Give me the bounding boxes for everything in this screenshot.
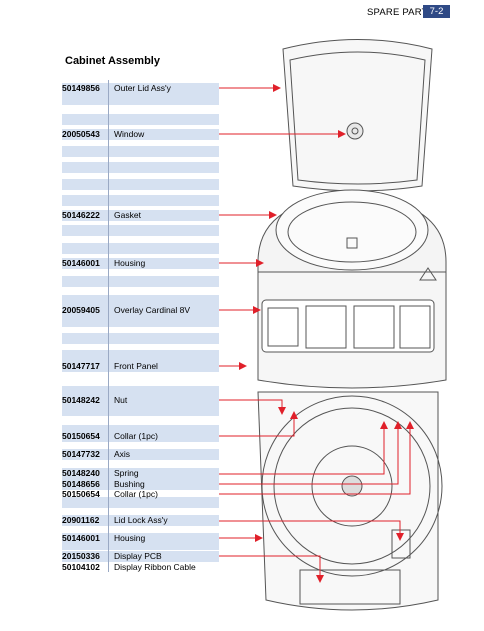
table-row: 20050543 Window (62, 129, 219, 140)
table-spacer-row (62, 316, 219, 327)
table-spacer-row (62, 539, 219, 550)
part-description: Collar (1pc) (114, 431, 158, 441)
table-spacer-row (62, 425, 219, 436)
part-number: 50150654 (62, 431, 100, 441)
page-title: Cabinet Assembly (65, 55, 160, 67)
table-row: 20059405 Overlay Cardinal 8V (62, 305, 219, 316)
table-spacer-row (62, 94, 219, 105)
table-row: 20901162 Lid Lock Ass'y (62, 515, 219, 526)
part-description: Spring (114, 468, 139, 478)
table-spacer-row (62, 295, 219, 306)
part-number: 50147732 (62, 449, 100, 459)
table-row: 50150654 Collar (1pc) (62, 489, 219, 500)
window-drawing (346, 122, 364, 140)
part-description: Display Ribbon Cable (114, 562, 196, 572)
part-description: Lid Lock Ass'y (114, 515, 168, 525)
part-number: 50148242 (62, 395, 100, 405)
part-number: 50104102 (62, 562, 100, 572)
table-row: 50147732 Axis (62, 449, 219, 460)
display-pcb-drawing (299, 569, 401, 605)
table-spacer-row (62, 114, 219, 125)
part-description: Axis (114, 449, 131, 459)
part-number: 50149856 (62, 83, 100, 93)
table-row: 50149856 Outer Lid Ass'y (62, 83, 219, 94)
table-row: 20150336 Display PCB (62, 551, 219, 562)
table-spacer-row (62, 333, 219, 344)
table-spacer-row (62, 276, 219, 287)
part-description: Bushing (114, 479, 145, 489)
part-description: Housing (114, 533, 146, 543)
page-number-badge: 7-2 (423, 5, 450, 18)
part-description: Collar (1pc) (114, 489, 158, 499)
table-spacer-row (62, 179, 219, 190)
part-number: 20059405 (62, 305, 100, 315)
part-number: 50146001 (62, 533, 100, 543)
part-description: Overlay Cardinal 8V (114, 305, 191, 315)
part-description: Housing (114, 258, 146, 268)
table-spacer-row (62, 225, 219, 236)
rotor-chamber-drawing (261, 395, 443, 577)
gasket-drawing (275, 189, 429, 271)
table-spacer-row (62, 146, 219, 157)
table-spacer-row (62, 243, 219, 254)
part-description: Window (114, 129, 145, 139)
part-number: 50148656 (62, 479, 100, 489)
table-column-divider (108, 80, 109, 572)
table-row: 50148240 Spring (62, 468, 219, 479)
overlay-drawing (261, 299, 435, 353)
table-spacer-row (62, 162, 219, 173)
part-number: 20901162 (62, 515, 100, 525)
part-description: Gasket (114, 210, 141, 220)
part-number: 50148240 (62, 468, 100, 478)
part-number: 20050543 (62, 129, 100, 139)
part-number: 50146001 (62, 258, 100, 268)
part-number: 50147717 (62, 361, 100, 371)
table-row: 50146001 Housing (62, 258, 219, 269)
part-description: Nut (114, 395, 128, 405)
table-row: 50146222 Gasket (62, 210, 219, 221)
table-spacer-row (62, 386, 219, 397)
table-row: 50150654 Collar (1pc) (62, 431, 219, 442)
outer-lid-drawing (282, 39, 433, 192)
header-section-title: SPARE PARTS (367, 7, 435, 18)
part-number: 20150336 (62, 551, 100, 561)
part-number: 50150654 (62, 489, 100, 499)
part-description: Display PCB (114, 551, 162, 561)
table-row: 50148656 Bushing (62, 479, 219, 490)
table-spacer-row (62, 350, 219, 361)
part-description: Front Panel (114, 361, 158, 371)
table-row: 50147717 Front Panel (62, 361, 219, 372)
part-number: 50146222 (62, 210, 100, 220)
table-spacer-row (62, 405, 219, 416)
table-row: 50104102 Display Ribbon Cable (62, 562, 219, 573)
table-row: 50148242 Nut (62, 395, 219, 406)
lower-housing-drawing (257, 391, 439, 611)
table-row: 50146001 Housing (62, 533, 219, 544)
part-description: Outer Lid Ass'y (114, 83, 171, 93)
table-spacer-row (62, 195, 219, 206)
table-spacer-row (62, 497, 219, 508)
